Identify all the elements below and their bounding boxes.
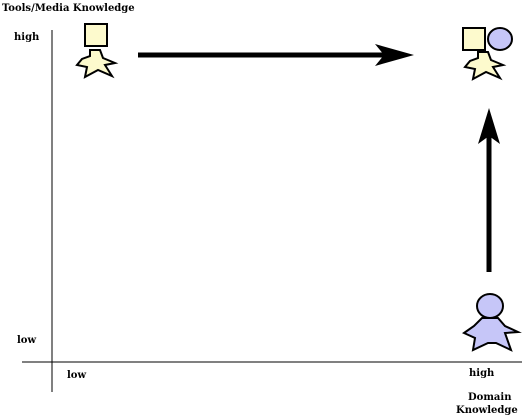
- tools-person-icon: [76, 23, 116, 78]
- circle-head-icon: [487, 27, 513, 51]
- vertical-arrow: [478, 108, 500, 272]
- y-axis-title: Tools/Media Knowledge: [2, 3, 135, 14]
- y-high-label: high: [14, 32, 40, 43]
- y-low-label: low: [17, 335, 37, 346]
- domain-person-icon: [461, 293, 522, 352]
- x-low-label: low: [67, 370, 87, 381]
- combined-person-icon: [462, 27, 513, 80]
- person-body-icon: [461, 317, 522, 352]
- x-axis-title-line1: Domain: [468, 392, 512, 403]
- x-axis-title-line2: Knowledge: [456, 405, 518, 416]
- horizontal-arrow: [138, 44, 414, 66]
- circle-head-icon: [476, 293, 504, 319]
- x-high-label: high: [469, 368, 495, 379]
- square-head-icon: [84, 23, 108, 47]
- square-head-icon: [462, 27, 486, 51]
